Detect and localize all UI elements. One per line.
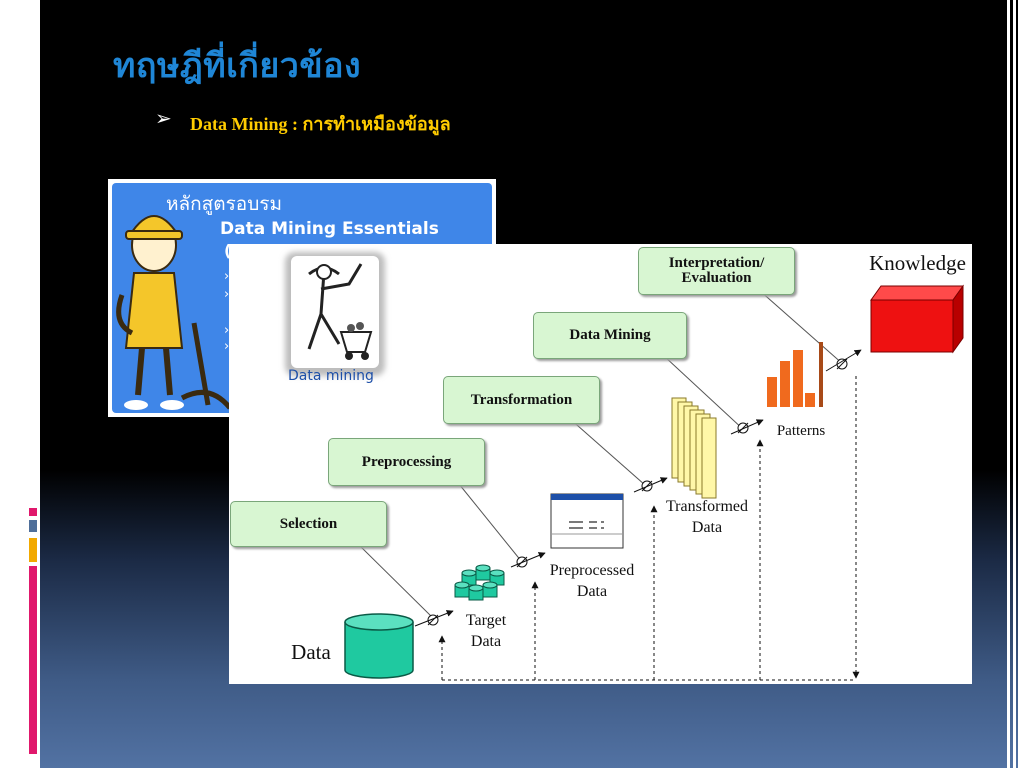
step-selection: Selection	[230, 501, 387, 547]
accent-mark	[29, 520, 37, 532]
step-data-mining: Data Mining	[533, 312, 687, 359]
label-transformed-data: Transformed Data	[665, 498, 749, 536]
label-patterns: Patterns	[776, 423, 826, 439]
course-bullet: ›	[224, 269, 230, 284]
diagram-graphics	[285, 252, 964, 681]
course-name-partial: (	[224, 241, 232, 260]
step-preprocessing: Preprocessing	[328, 438, 485, 486]
step-interpretation-evaluation: Interpretation/ Evaluation	[638, 247, 795, 295]
accent-mark	[29, 508, 37, 516]
feedback-lines	[438, 376, 860, 681]
label-target-data: Target Data	[465, 612, 507, 650]
label-preprocessed-data: Preprocessed Data	[549, 562, 635, 600]
preprocessed-data-window-icon	[550, 493, 624, 549]
target-data-cylinders-icon	[454, 564, 505, 601]
course-bullet: ›	[224, 339, 230, 354]
bullet-arrow-icon: ➢	[155, 106, 172, 130]
miner-caption: Data mining	[288, 368, 374, 384]
miner-photo	[285, 252, 385, 376]
kdd-process-diagram: Data mining Selection Preprocessing Tran…	[229, 244, 972, 684]
decor-line	[1007, 0, 1010, 768]
data-cylinder-icon	[344, 613, 414, 679]
course-name: Data Mining Essentials	[220, 219, 439, 239]
decor-line	[1013, 0, 1016, 768]
patterns-bars-icon	[767, 342, 823, 407]
connector-lines	[358, 289, 845, 619]
flow-arrows	[414, 349, 862, 627]
decor-line	[1018, 0, 1021, 768]
course-heading: หลักสูตรอบรม	[166, 193, 283, 215]
accent-mark	[29, 538, 37, 562]
miner-cartoon-icon	[116, 215, 232, 410]
decor-line	[1021, 0, 1024, 768]
label-data: Data	[291, 640, 331, 664]
label-knowledge: Knowledge	[869, 251, 966, 275]
course-bullet: ›	[224, 287, 230, 302]
step-transformation: Transformation	[443, 376, 600, 424]
transformed-data-docs-icon	[671, 397, 717, 499]
knowledge-cube-icon	[870, 284, 964, 354]
slide-title: ทฤษฎีที่เกี่ยวข้อง	[113, 46, 362, 86]
slide-subtitle: Data Mining : การทำเหมืองข้อมูล	[190, 114, 451, 134]
course-bullet: ›	[224, 323, 230, 338]
accent-mark	[29, 566, 37, 754]
